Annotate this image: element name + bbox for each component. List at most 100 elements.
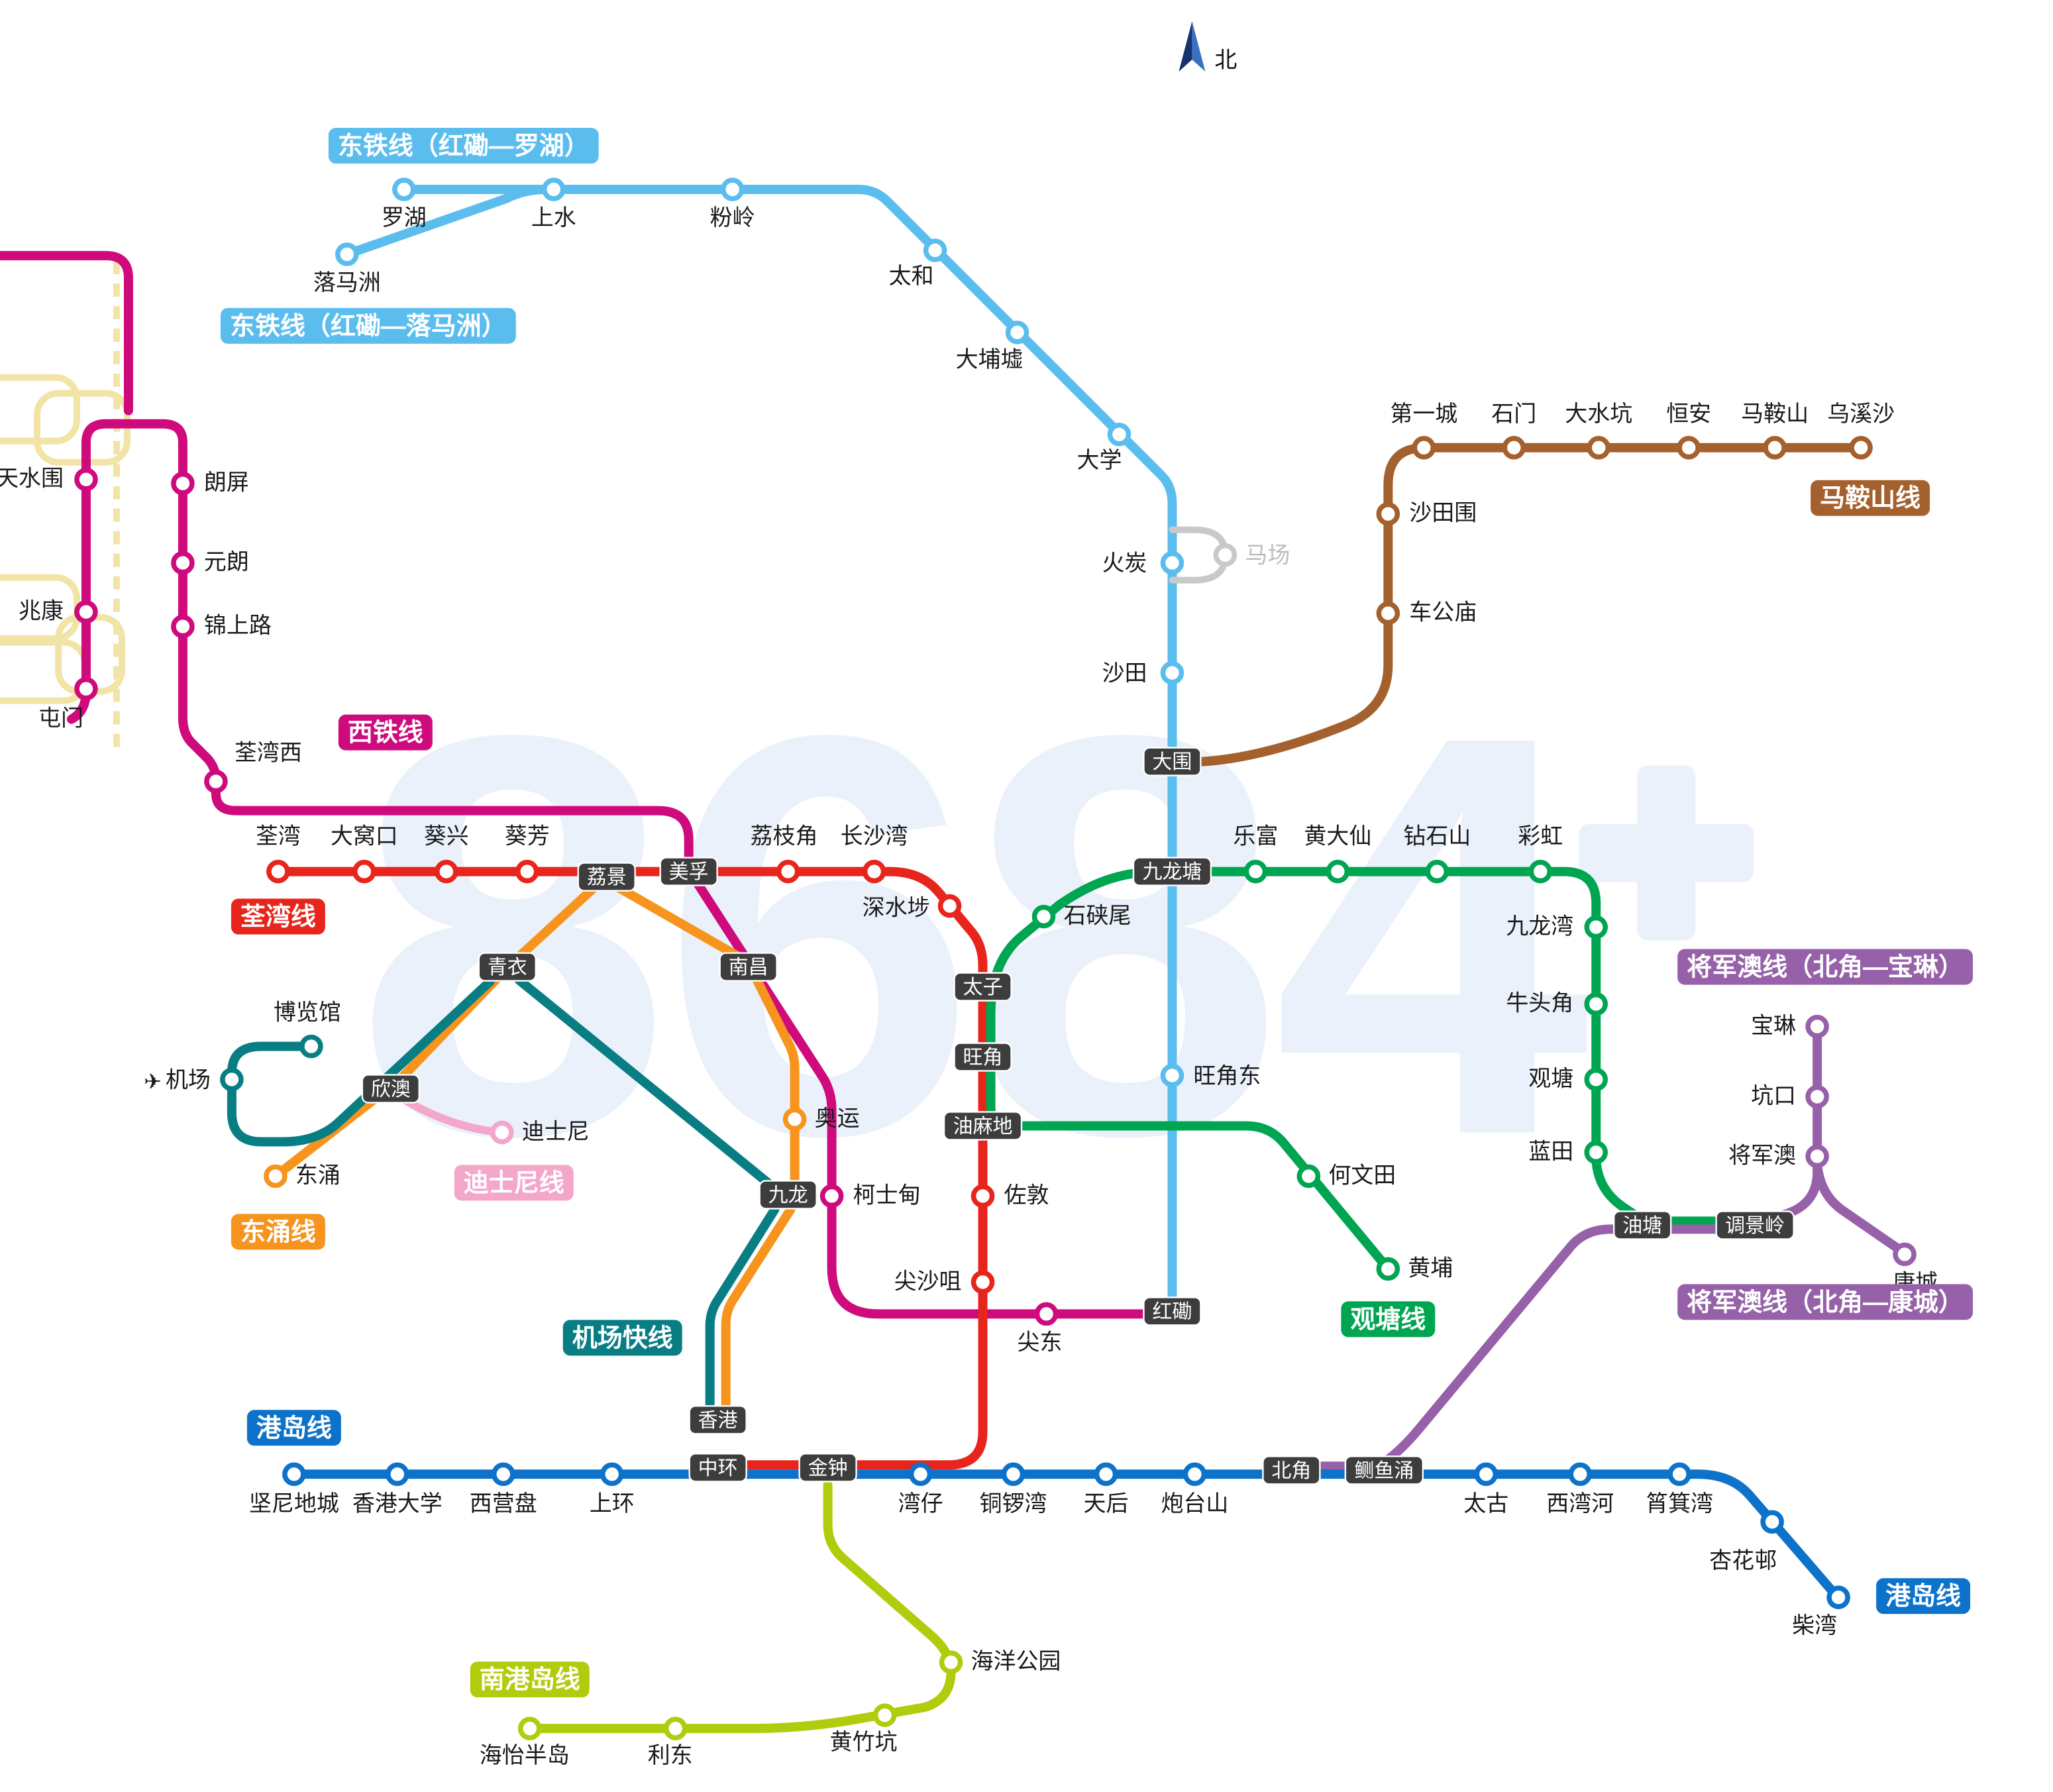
line-badge bbox=[338, 714, 433, 751]
station-label: 何文田 bbox=[1328, 1163, 1396, 1188]
station-marker bbox=[971, 1270, 995, 1294]
metro-line-tko bbox=[1379, 1224, 1653, 1467]
station-marker bbox=[220, 1067, 244, 1092]
interchange-badge bbox=[1344, 1455, 1424, 1485]
interchange-label: 北角 bbox=[1271, 1460, 1311, 1482]
station-marker bbox=[1584, 915, 1608, 939]
station-label: 海洋公园 bbox=[971, 1649, 1061, 1674]
station-label: 迪士尼 bbox=[522, 1119, 590, 1144]
station-marker bbox=[872, 1703, 897, 1727]
station-marker bbox=[171, 551, 195, 575]
interchange-badge bbox=[659, 857, 718, 886]
interchange-badge bbox=[1715, 1210, 1795, 1240]
station-label: 长沙湾 bbox=[841, 824, 908, 849]
station-label: 观塘 bbox=[1528, 1066, 1573, 1091]
interchange-label: 九龙塘 bbox=[1142, 861, 1202, 883]
station-marker bbox=[720, 178, 745, 201]
station-marker bbox=[1326, 859, 1350, 884]
station-marker bbox=[1677, 435, 1701, 460]
interchange-label: 油塘 bbox=[1622, 1215, 1662, 1237]
line-badge bbox=[454, 1165, 574, 1201]
station-label: 彩虹 bbox=[1518, 824, 1563, 849]
station-label: 香港大学 bbox=[352, 1491, 443, 1516]
line-badge bbox=[470, 1661, 590, 1698]
station-marker bbox=[1584, 992, 1608, 1016]
station-label: 马鞍山 bbox=[1741, 401, 1809, 427]
station-label: 元朗 bbox=[204, 550, 249, 575]
line-badge bbox=[1677, 1284, 1974, 1320]
station-marker bbox=[971, 1184, 995, 1208]
station-label: 旺角东 bbox=[1193, 1063, 1261, 1088]
metro-line-west-rail bbox=[692, 877, 1168, 1319]
station-label: 东涌 bbox=[295, 1163, 341, 1188]
station-label: 奥运 bbox=[815, 1106, 860, 1131]
line-badge bbox=[220, 307, 516, 344]
station-label: 荃湾 bbox=[256, 824, 301, 849]
line-badge bbox=[231, 1214, 325, 1250]
line-badge-label: 马鞍山线 bbox=[1820, 485, 1921, 513]
station-marker bbox=[74, 676, 98, 701]
station-marker bbox=[1763, 435, 1787, 460]
station-marker bbox=[491, 1462, 515, 1487]
line-badge bbox=[1811, 480, 1930, 516]
station-marker bbox=[776, 859, 800, 884]
north-arrow-icon bbox=[1179, 21, 1192, 72]
station-label: 火炭 bbox=[1102, 551, 1147, 576]
station-marker bbox=[1587, 435, 1611, 460]
station-label: 第一城 bbox=[1390, 401, 1457, 427]
interchange-label: 金钟 bbox=[808, 1457, 848, 1479]
interchange-badge bbox=[1262, 1455, 1321, 1485]
station-label: 杏花邨 bbox=[1709, 1548, 1777, 1573]
airplane-icon: ✈ bbox=[144, 1069, 162, 1093]
station-label: 荔枝角 bbox=[751, 824, 818, 849]
station-label: 尖东 bbox=[1018, 1330, 1063, 1355]
station-marker bbox=[335, 242, 359, 266]
interchange-label: 旺角 bbox=[963, 1047, 1003, 1069]
station-marker bbox=[74, 467, 98, 492]
metro-line-airport-express bbox=[705, 1204, 780, 1409]
interchange-label: 大围 bbox=[1152, 751, 1192, 773]
station-marker bbox=[782, 1107, 807, 1132]
line-badge-label: 机场快线 bbox=[572, 1324, 673, 1352]
station-label: 利东 bbox=[648, 1743, 693, 1768]
interchange-label: 调景岭 bbox=[1725, 1215, 1785, 1237]
metro-line-west-rail bbox=[0, 250, 133, 415]
interchange-badge bbox=[719, 952, 778, 982]
line-badge-label: 南港岛线 bbox=[480, 1666, 580, 1694]
station-marker bbox=[663, 1716, 688, 1740]
metro-line-east-rail bbox=[342, 184, 561, 259]
interchange-label: 欣澳 bbox=[371, 1079, 411, 1100]
station-marker bbox=[74, 600, 98, 624]
station-label: 上水 bbox=[531, 205, 576, 231]
station-label: 尖沙咀 bbox=[894, 1269, 962, 1294]
line-badge bbox=[246, 1410, 341, 1446]
station-marker bbox=[1805, 1084, 1829, 1109]
station-label: 钻石山 bbox=[1403, 824, 1471, 849]
north-label: 北 bbox=[1214, 48, 1237, 73]
metro-line-west-rail bbox=[66, 419, 694, 866]
station-marker bbox=[1412, 435, 1436, 460]
station-marker bbox=[434, 859, 458, 884]
station-marker bbox=[1376, 601, 1400, 625]
station-label: 天水围 bbox=[0, 466, 64, 492]
station-marker bbox=[1031, 904, 1056, 929]
station-label: 将军澳 bbox=[1728, 1143, 1796, 1168]
light-rail-line bbox=[0, 374, 80, 445]
metro-line-tung-chung bbox=[611, 881, 745, 963]
interchange-label: 鲗鱼涌 bbox=[1354, 1460, 1414, 1482]
metro-line-tung-chung bbox=[751, 974, 800, 1188]
station-label: 兆康 bbox=[19, 599, 64, 624]
station-label: 马场 bbox=[1245, 543, 1290, 568]
station-marker bbox=[1584, 1067, 1608, 1092]
station-label: 西营盘 bbox=[470, 1491, 537, 1516]
station-marker bbox=[266, 859, 290, 884]
line-badge-label: 港岛线 bbox=[256, 1414, 332, 1442]
station-marker bbox=[1502, 435, 1526, 460]
station-label: 石门 bbox=[1491, 401, 1536, 427]
interchange-badge bbox=[1613, 1210, 1672, 1240]
station-label: 落马洲 bbox=[313, 270, 381, 295]
interchange-badge bbox=[688, 1453, 747, 1483]
station-label: 博览馆 bbox=[274, 1000, 341, 1026]
interchange-badge bbox=[759, 1180, 817, 1210]
station-label: 葵兴 bbox=[424, 824, 469, 849]
